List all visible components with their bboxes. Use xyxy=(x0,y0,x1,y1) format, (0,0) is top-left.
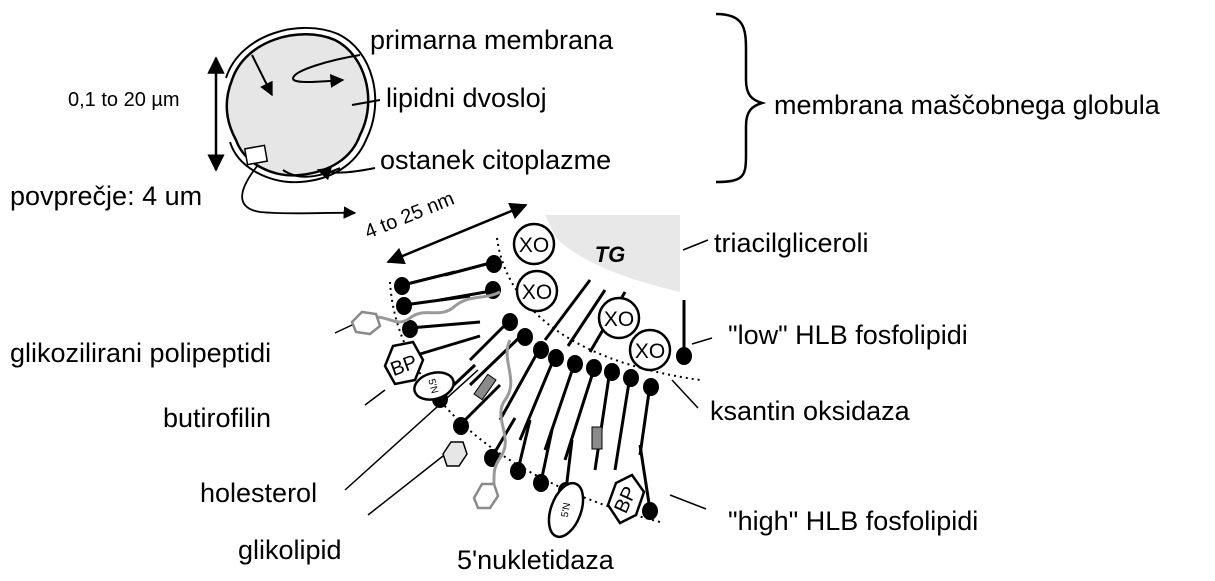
lipid-bilayer-label: lipidni dvosloj xyxy=(386,85,547,112)
cholesterol-label: holesterol xyxy=(200,480,317,507)
xo-marker-2: XO xyxy=(522,281,552,304)
average-size-label: povprečje: 4 um xyxy=(10,183,202,210)
xanthine-oxidase-label: ksantin oksidaza xyxy=(710,398,910,425)
butyrophilin-label: butirofilin xyxy=(163,405,271,432)
cytoplasm-remnant-label: ostanek citoplazme xyxy=(380,147,611,174)
low-hlb-label: "low" HLB fosfolipidi xyxy=(728,322,968,349)
nucleotidase-label: 5'nukletidaza xyxy=(457,547,614,574)
primary-membrane-label: primarna membrana xyxy=(370,27,613,54)
xo-marker-3: XO xyxy=(604,308,634,331)
xo-marker-1: XO xyxy=(519,234,549,257)
glycosylated-polypeptides-label: glikozilirani polipeptidi xyxy=(10,340,271,367)
high-hlb-label: "high" HLB fosfolipidi xyxy=(728,508,978,535)
xo-marker-4: XO xyxy=(635,340,665,363)
tg-marker: TG xyxy=(595,242,626,267)
triacylglycerols-label: triacilgliceroli xyxy=(714,230,869,257)
curly-brace xyxy=(716,14,762,182)
globule-membrane-label: membrana maščobnega globula xyxy=(774,92,1160,119)
glycolipid-label: glikolipid xyxy=(238,537,342,564)
size-range-label: 0,1 to 20 µm xyxy=(68,90,180,110)
